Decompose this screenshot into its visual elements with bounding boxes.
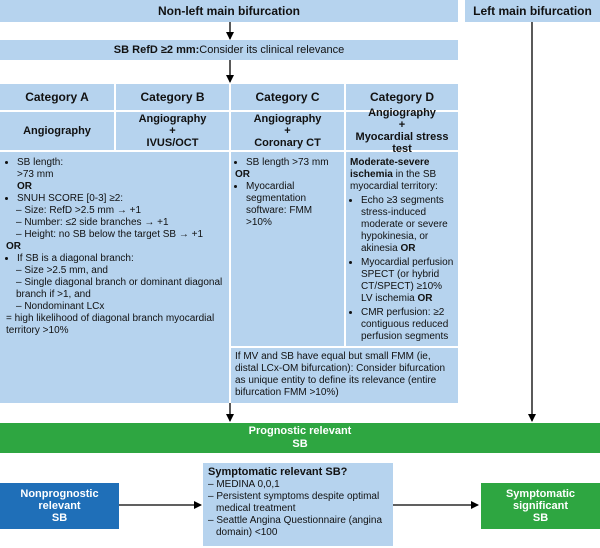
- ab-dash-4: – Size >2.5 mm, and: [16, 265, 108, 276]
- symptomatic-item-2: – Persistent symptoms despite optimal me…: [208, 491, 380, 514]
- category-a-method: Angiography: [0, 112, 114, 150]
- method-b-line3: IVUS/OCT: [146, 137, 199, 149]
- criteria-d-box: Moderate-severe ischemia in the SB myoca…: [346, 152, 458, 346]
- criteria-ab-box: SB length:>73 mm OR SNUH SCORE [0-3] ≥2:…: [0, 152, 229, 403]
- category-a-name: Category A: [0, 84, 114, 110]
- method-c-line3: Coronary CT: [254, 137, 321, 149]
- ab-bullet-1: SB length:>73 mm: [17, 157, 223, 181]
- criteria-c-box: SB length >73 mm OR Myocardial segmentat…: [231, 152, 344, 346]
- nonprognostic-line3: SB: [51, 512, 68, 524]
- symptomatic-title: Symptomatic relevant SB?: [208, 466, 348, 478]
- category-b-label: Category B: [140, 90, 205, 104]
- ab-equals-note: = high likelihood of diagonal branch myo…: [6, 313, 215, 336]
- d-or-2: OR: [414, 293, 433, 304]
- method-d-line2: +: [398, 119, 406, 131]
- symptomatic-item-3: – Seattle Angina Questionnaire (angina d…: [208, 515, 383, 538]
- symptomatic-significant-box: Symptomatic significant SB: [481, 483, 600, 529]
- d-bullet-2: Myocardial perfusion SPECT (or hybrid CT…: [361, 257, 454, 305]
- nonprognostic-box: Nonprognostic relevant SB: [0, 483, 119, 529]
- d-or-1: OR: [397, 243, 416, 254]
- ab-dash-3: – Height: no SB below the target SB → +1: [16, 229, 204, 240]
- prognostic-line1: Prognostic relevant: [248, 425, 352, 437]
- c-bullet-2: Myocardial segmentation software: FMM >1…: [246, 181, 340, 229]
- method-c-line2: +: [284, 125, 291, 137]
- non-left-main-header: Non-left main bifurcation: [0, 0, 458, 22]
- d-heading-rest: in the SB myocardial territory:: [350, 169, 438, 192]
- ab-dash-1: – Size: RefD >2.5 mm → +1: [16, 205, 142, 216]
- ab-dash-2: – Number: ≤2 side branches → +1: [16, 217, 169, 228]
- symptomatic-sig-line2: significant: [512, 500, 568, 512]
- left-main-header: Left main bifurcation: [465, 0, 600, 22]
- refd-rest: Consider its clinical relevance: [199, 43, 345, 56]
- category-b-method: Angiography + IVUS/OCT: [116, 112, 229, 150]
- ab-bullet-2: SNUH SCORE [0-3] ≥2:: [17, 193, 223, 205]
- category-b-name: Category B: [116, 84, 229, 110]
- category-c-name: Category C: [231, 84, 344, 110]
- refd-bar: SB RefD ≥2 mm: Consider its clinical rel…: [0, 40, 458, 60]
- nonprognostic-line2: relevant: [38, 500, 81, 512]
- ab-or-2: OR: [6, 241, 21, 252]
- category-d-method: Angiography + Myocardial stress test: [346, 107, 458, 155]
- d-bullet-1: Echo ≥3 segments stress-induced moderate…: [361, 195, 454, 255]
- symptomatic-sig-line3: SB: [532, 512, 549, 524]
- ab-dash-5: – Single diagonal branch or dominant dia…: [16, 277, 223, 300]
- refd-bold: SB RefD ≥2 mm:: [113, 43, 200, 56]
- category-c-method: Angiography + Coronary CT: [231, 112, 344, 150]
- symptomatic-question-box: Symptomatic relevant SB? – MEDINA 0,0,1 …: [203, 463, 393, 546]
- method-c-line1: Angiography: [253, 113, 322, 125]
- method-b-line2: +: [169, 125, 176, 137]
- category-d-name: Category D: [346, 84, 458, 110]
- non-left-main-label: Non-left main bifurcation: [158, 4, 300, 18]
- ab-bullet-3: If SB is a diagonal branch:: [17, 253, 223, 265]
- d-b2-text: Myocardial perfusion SPECT (or hybrid CT…: [361, 257, 454, 304]
- prognostic-relevant-box: Prognostic relevant SB: [0, 423, 600, 453]
- cd-note-text: If MV and SB have equal but small FMM (i…: [235, 351, 446, 398]
- ab-dash-6: – Nondominant LCx: [16, 301, 105, 312]
- c-or: OR: [235, 169, 250, 180]
- d-b1-text: Echo ≥3 segments stress-induced moderate…: [361, 195, 448, 254]
- d-bullet-3: CMR perfusion: ≥2 contiguous reduced per…: [361, 307, 454, 343]
- nonprognostic-line1: Nonprognostic: [20, 488, 99, 500]
- method-d-line1: Angiography: [368, 107, 436, 119]
- d-heading: Moderate-severe ischemia in the SB myoca…: [350, 157, 454, 193]
- method-b-line1: Angiography: [138, 113, 207, 125]
- ab-b1b: >73 mm: [17, 169, 54, 180]
- prognostic-line2: SB: [292, 438, 308, 450]
- method-a-line1: Angiography: [23, 124, 91, 137]
- left-main-label: Left main bifurcation: [473, 4, 592, 18]
- cd-note-box: If MV and SB have equal but small FMM (i…: [231, 348, 458, 403]
- category-a-label: Category A: [25, 90, 89, 104]
- symptomatic-sig-line1: Symptomatic: [505, 488, 576, 500]
- c-bullet-1: SB length >73 mm: [246, 157, 340, 169]
- category-d-label: Category D: [369, 90, 434, 104]
- d-heading-bold: Moderate-severe ischemia: [350, 157, 430, 180]
- ab-or-1: OR: [17, 181, 32, 192]
- category-c-label: Category C: [255, 90, 320, 104]
- ab-b1a: SB length:: [17, 157, 64, 168]
- symptomatic-item-1: – MEDINA 0,0,1: [208, 479, 280, 490]
